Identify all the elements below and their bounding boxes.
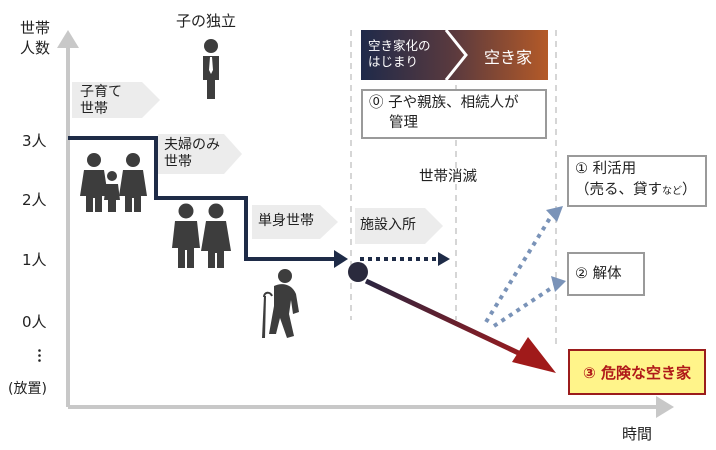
facility-arrowhead-icon: [438, 252, 450, 266]
vacancy-banner: [361, 30, 548, 80]
danger-arrowhead-icon: [512, 337, 556, 373]
danger-arrow: [364, 278, 548, 369]
management-box: ⓪ 子や親族、相続人が 管理: [361, 89, 547, 139]
y-tick-abandoned: (放置): [8, 381, 47, 397]
couple-only-label: 夫婦のみ 世帯: [164, 137, 220, 170]
y-axis-title: 世帯 人数: [20, 19, 51, 57]
axes: [57, 30, 674, 418]
staircase-arrowhead-icon: [334, 250, 348, 268]
facility-label: 施設入所: [360, 217, 416, 233]
y-axis-arrow-icon: [57, 30, 79, 48]
y-tick-ellipsis: ︙: [32, 347, 48, 365]
single-household-label: 単身世帯: [258, 213, 314, 229]
couple-icon: [172, 203, 231, 268]
y-tick-0: 0人: [22, 313, 47, 331]
child-rearing-label: 子育て 世帯: [80, 84, 122, 117]
x-axis-title: 時間: [622, 425, 653, 443]
demolish-box: ② 解体: [567, 252, 645, 296]
single-person-icon: [203, 39, 219, 99]
child-independence-label: 子の独立: [176, 12, 237, 30]
dangerous-vacant-house-box: ③ 危険な空き家: [568, 349, 706, 395]
option-arrows: [484, 216, 558, 328]
household-end-point: [348, 262, 368, 282]
x-axis-arrow-icon: [656, 396, 674, 418]
banner-chevron-icon: [444, 29, 468, 81]
demolish-arrowhead-icon: [551, 276, 566, 292]
vacant-house-label: 空き家: [484, 48, 533, 67]
stage-tags: [72, 82, 443, 244]
elderly-person-icon: [262, 269, 299, 338]
household-extinction-label: 世帯消滅: [419, 169, 477, 185]
reuse-box: ① 利活用 （売る、貸すなど）: [567, 155, 707, 207]
y-tick-3: 3人: [22, 132, 47, 150]
vacancy-start-label: 空き家化の はじまり: [368, 38, 431, 69]
use-arrowhead-icon: [546, 206, 563, 222]
y-tick-1: 1人: [22, 251, 47, 269]
household-size-staircase: [68, 136, 338, 261]
y-tick-2: 2人: [22, 191, 47, 209]
family-of-four-icon: [80, 153, 147, 212]
